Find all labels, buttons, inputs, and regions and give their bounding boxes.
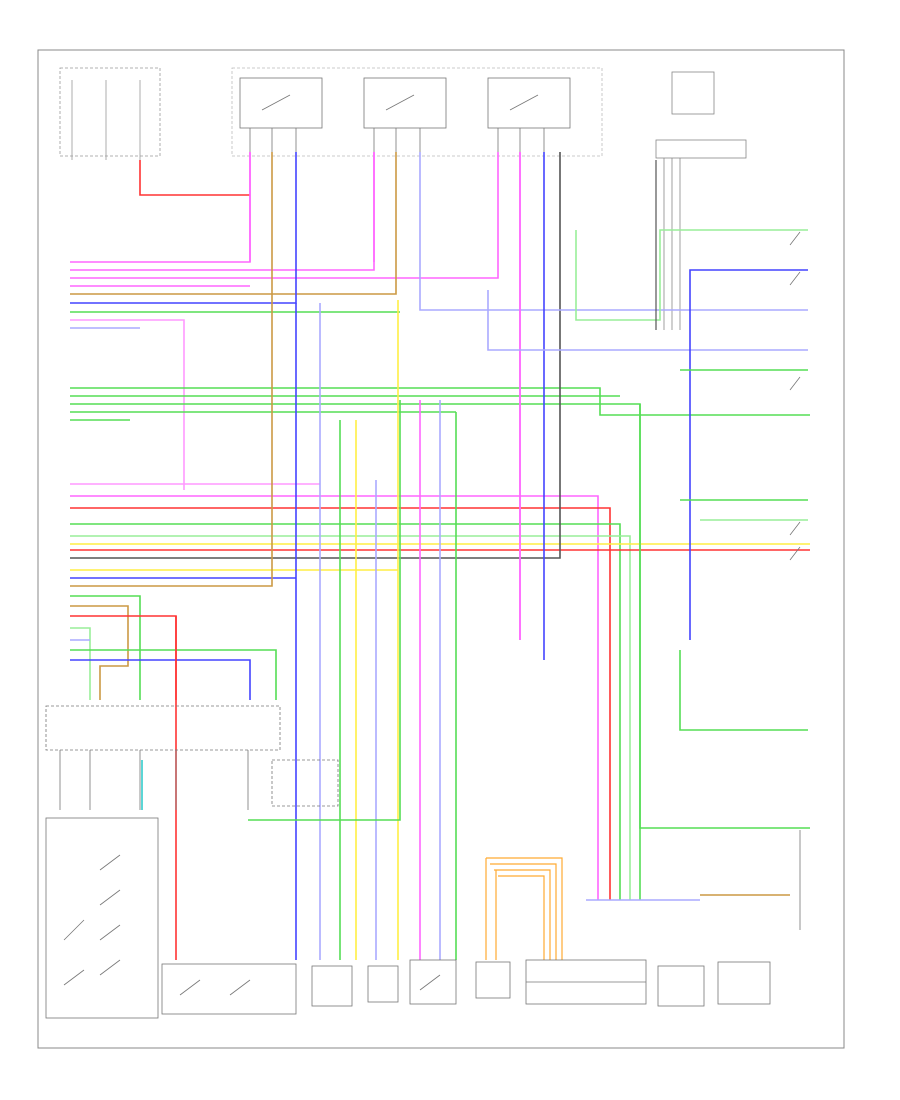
wire-green [70,595,141,700]
wire-tan [70,605,129,700]
combination-switch [45,817,159,1019]
wire-tan [70,152,273,587]
wire-light-blue [419,152,808,311]
ground-block-top-right [655,71,747,330]
wire-light-green [70,627,91,700]
wire-light-green [575,229,808,321]
orange-harness [485,857,563,960]
wire-pink [70,495,599,900]
wire-blue [70,659,251,700]
wire-green [248,400,401,821]
diagram-border [37,49,845,1049]
top-switch-2 [363,77,447,152]
wire-tan [70,152,397,295]
wire-light-blue [487,290,808,351]
module-bottom-8 [717,961,771,1005]
right-switch-stubs [789,231,801,930]
wire-green [70,523,621,900]
wire-red [139,160,250,196]
module-bottom-3 [367,965,399,1003]
wire-red [70,507,611,900]
wire-blue [689,269,808,640]
top-wires [139,152,808,731]
module-bottom-5 [475,961,511,999]
vertical-wires [141,300,790,960]
top-switch-3 [487,77,571,152]
wire-pink [70,152,375,271]
fuse-box-top-left [59,67,161,160]
module-bottom-2 [311,965,353,1007]
module-bottom-7 [657,965,705,1007]
module-bottom-4 [409,959,457,1005]
wire-green [70,387,810,416]
connector-block-mid-left [45,705,339,810]
top-switch-1 [239,77,323,152]
wire-green [679,650,808,731]
connector-bottom-6 [525,959,647,1005]
wire-light-green [70,535,631,900]
top-switch-group-outline [231,67,603,157]
wire-pink-light [70,319,185,490]
wire-green [70,649,277,700]
wire-blue [70,152,297,304]
bus-wires [70,152,810,900]
wire-pink [70,152,499,279]
module-bottom-1 [161,963,297,1015]
wire-gray [70,152,561,559]
wire-pink [70,152,251,263]
